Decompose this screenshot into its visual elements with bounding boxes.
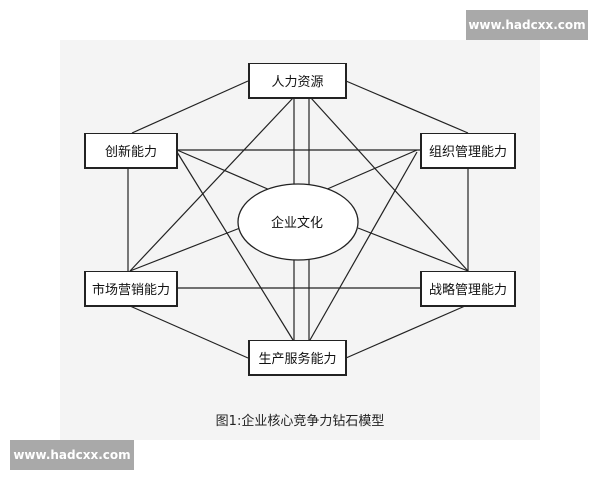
line-organization-production (309, 151, 418, 341)
line-innovation-culture (176, 149, 271, 191)
line-hr-strategy (310, 97, 469, 272)
culture-ellipse (237, 183, 359, 261)
line-hr-innovation (131, 80, 249, 134)
node-marketing: 市场营销能力 (84, 271, 178, 307)
line-strategy-culture (357, 227, 469, 272)
node-production-service: 生产服务能力 (248, 340, 347, 376)
line-organization-culture (324, 149, 418, 191)
node-innovation: 创新能力 (84, 133, 178, 169)
line-strategy-production (345, 305, 466, 359)
watermark-bottom-left: www.hadcxx.com (10, 440, 134, 470)
node-human-resources: 人力资源 (248, 63, 347, 99)
watermark-top-right: www.hadcxx.com (466, 10, 588, 40)
node-organization-management: 组织管理能力 (420, 133, 516, 169)
line-hr-marketing (129, 97, 294, 272)
line-innovation-production (176, 151, 294, 341)
line-hr-organization (345, 80, 469, 134)
node-strategy-management: 战略管理能力 (420, 271, 516, 307)
center-culture-label: 企业文化 (270, 216, 323, 231)
line-marketing-production (129, 305, 249, 359)
line-marketing-culture (129, 227, 241, 272)
figure-caption: 图1:企业核心竞争力钻石模型 (215, 414, 385, 429)
